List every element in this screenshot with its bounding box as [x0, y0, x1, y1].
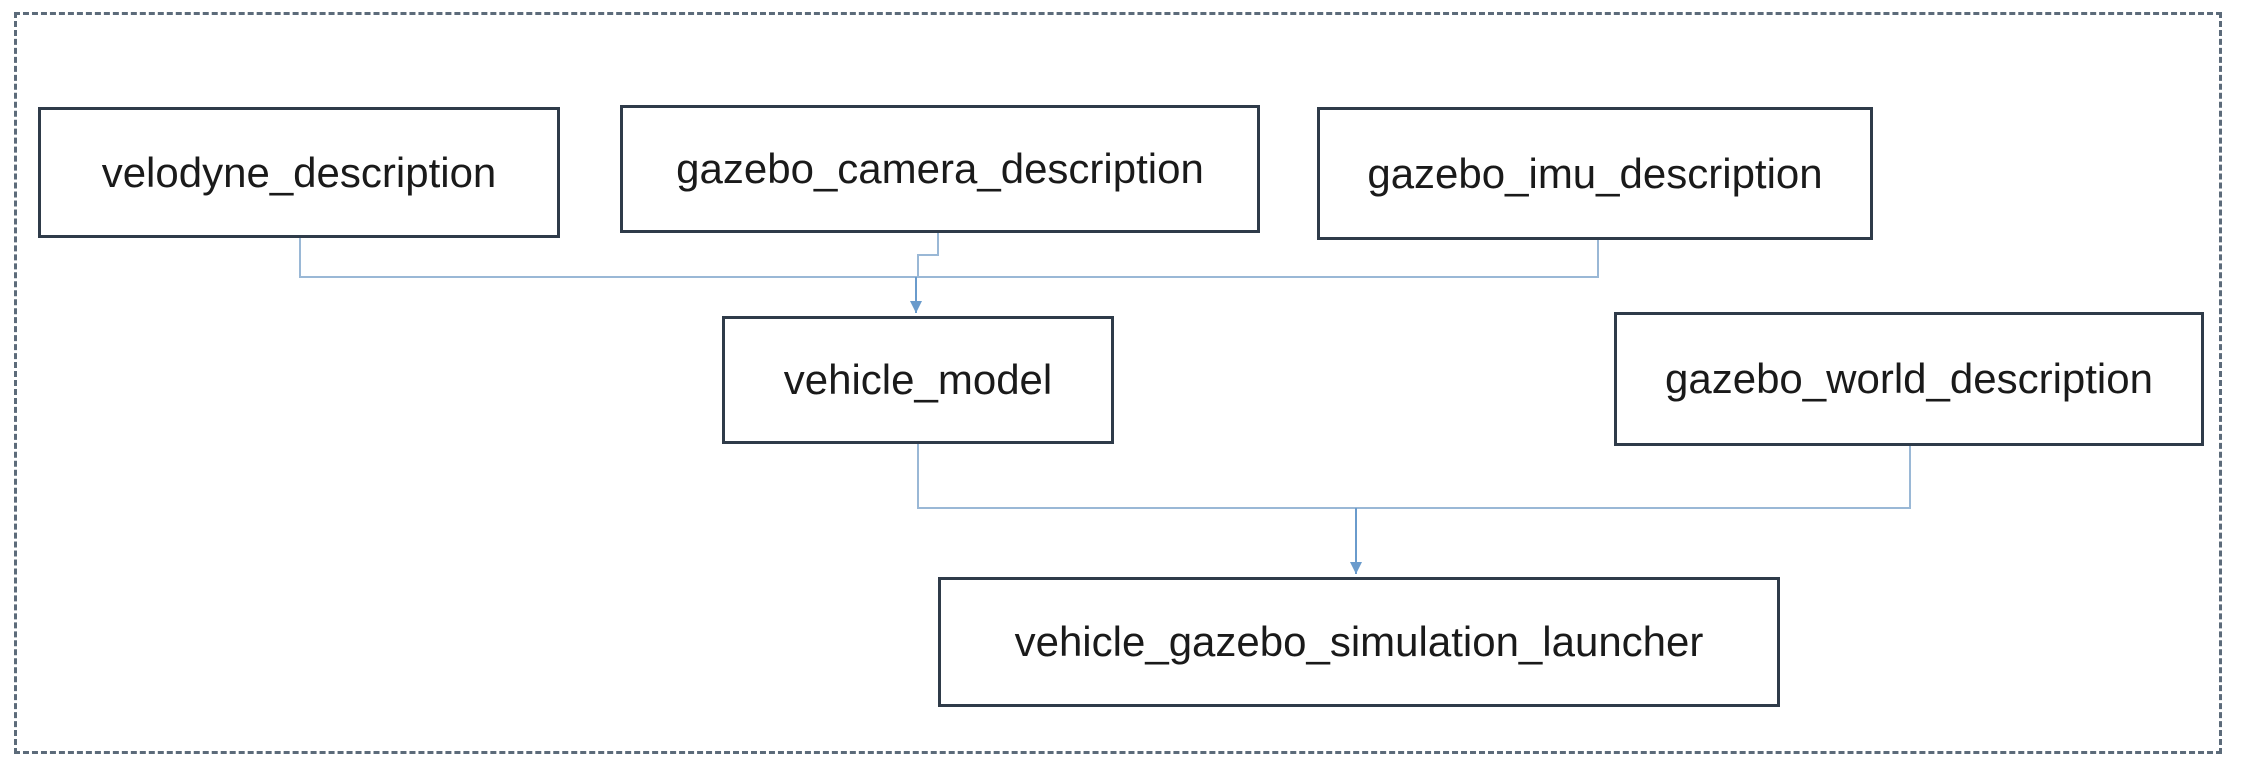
node-label: gazebo_camera_description	[676, 145, 1204, 192]
edge-imu-to-vehicle-model	[916, 240, 1599, 278]
edge-velodyne-to-vehicle-model	[299, 238, 916, 278]
node-gazebo-imu-description: gazebo_imu_description	[1317, 107, 1873, 240]
node-label: velodyne_description	[101, 148, 497, 196]
node-velodyne-description: velodyne_description	[38, 107, 560, 238]
node-label: gazebo_world_description	[1665, 355, 2153, 402]
edge-camera-to-vehicle-model	[917, 233, 939, 277]
edge-vehicle-model-to-launcher	[917, 444, 1356, 509]
node-label: vehicle_gazebo_simulation_launcher	[1014, 618, 1704, 665]
node-gazebo-world-description: gazebo_world_description	[1614, 312, 2204, 446]
node-vehicle-model: vehicle_model	[722, 316, 1114, 444]
node-label: gazebo_imu_description	[1367, 149, 1823, 197]
package-group-frame	[14, 12, 2222, 754]
node-label: vehicle_model	[783, 356, 1053, 403]
node-vehicle-gazebo-simulation-launcher: vehicle_gazebo_simulation_launcher	[938, 577, 1780, 707]
node-gazebo-camera-description: gazebo_camera_description	[620, 105, 1260, 233]
edge-world-to-launcher	[1356, 446, 1911, 509]
